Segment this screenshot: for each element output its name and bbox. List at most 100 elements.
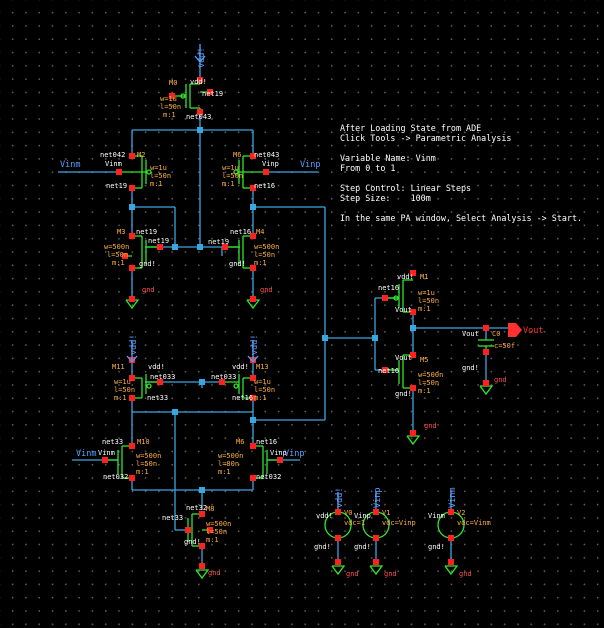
svg-text:w=500n: w=500n xyxy=(218,452,243,460)
svg-text:m:1: m:1 xyxy=(218,468,231,476)
gnd-sym-label-7: gnd xyxy=(384,570,397,578)
net32-label-b: net032 xyxy=(256,473,281,481)
vinm-pin-label-top[interactable]: Vinm xyxy=(60,160,80,170)
v0-vdd-label: vdd! xyxy=(316,512,333,520)
svg-text:vdc=Vinp: vdc=Vinp xyxy=(382,519,416,527)
net033-label-a: net033 xyxy=(150,373,175,381)
svg-text:w=500n: w=500n xyxy=(136,452,161,460)
svg-text:M4: M4 xyxy=(256,228,264,236)
net042-label-a: net042 xyxy=(100,151,125,159)
svg-text:w=500n: w=500n xyxy=(254,243,279,251)
m1-vout-label: Vout xyxy=(395,306,412,314)
net19-label-c: net19 xyxy=(136,228,157,236)
m4-gnd-label: gnd! xyxy=(229,260,246,268)
svg-text:l=50n: l=50n xyxy=(254,386,275,394)
m8-gnd-label: gnd! xyxy=(184,538,201,546)
v2-gnd-label: gnd! xyxy=(428,543,445,551)
svg-text:l=50n: l=50n xyxy=(160,103,181,111)
net19-label-a: net19 xyxy=(202,90,223,98)
svg-text:M13: M13 xyxy=(256,363,269,371)
svg-text:l=50n: l=50n xyxy=(150,172,171,180)
gnd-sym-label-2: gnd xyxy=(260,286,273,294)
m0-vdd-label: vdd! xyxy=(190,78,207,86)
svg-text:w=500n: w=500n xyxy=(206,520,231,528)
vout-pin-label[interactable]: Vout xyxy=(523,326,543,336)
svg-text:M0: M0 xyxy=(169,79,177,87)
net16-label-f: net16 xyxy=(378,367,399,375)
vinm-terminal-label: Vinm xyxy=(105,160,122,168)
svg-text:l=50n: l=50n xyxy=(206,528,227,536)
svg-text:M11: M11 xyxy=(112,363,125,371)
gnd-sym-label-3: gnd xyxy=(208,569,221,577)
svg-text:M6: M6 xyxy=(236,438,244,446)
m5-vout-label: Vout xyxy=(395,354,412,362)
c0-gnd-label: gnd! xyxy=(462,364,479,372)
m13-vdd-label: vdd! xyxy=(232,363,249,371)
net16-label-e: net16 xyxy=(378,284,399,292)
net19-label-d: net19 xyxy=(148,237,169,245)
v2-vinm-label: Vinm xyxy=(428,512,445,520)
svg-text:w=1u: w=1u xyxy=(150,164,167,172)
svg-text:l=50n: l=50n xyxy=(254,251,275,259)
svg-text:M2: M2 xyxy=(137,151,145,159)
c0-params: C0c=50f xyxy=(492,330,515,350)
net33-label-c: net33 xyxy=(162,514,183,522)
vdd-pin-label-right: vdd! xyxy=(250,335,260,355)
net32-label-c: net32 xyxy=(186,504,207,512)
svg-text:M10: M10 xyxy=(137,438,150,446)
svg-text:M5: M5 xyxy=(420,356,428,364)
note-line-7: In the same PA window, Select Analysis -… xyxy=(340,213,583,223)
net16-label-c: net16 xyxy=(232,394,253,402)
note-line-2: Click Tools -> Parametric Analysis xyxy=(340,133,512,143)
svg-text:m:1: m:1 xyxy=(114,394,127,402)
svg-text:C0: C0 xyxy=(492,330,500,338)
svg-text:l=50n: l=50n xyxy=(418,379,439,387)
note-line-6: Step Size: 100m xyxy=(340,193,431,203)
svg-text:m:1: m:1 xyxy=(418,387,431,395)
net16-label-d: net16 xyxy=(256,438,277,446)
svg-text:w=500n: w=500n xyxy=(418,371,443,379)
m10-vinm-label: Vinm xyxy=(98,449,115,457)
net32-label-a: net032 xyxy=(103,473,128,481)
vinp-pin-label-top[interactable]: Vinp xyxy=(300,160,320,170)
external-pins xyxy=(126,44,452,502)
svg-text:m:1: m:1 xyxy=(163,111,176,119)
svg-text:m:1: m:1 xyxy=(222,180,235,188)
vinm-pin-label-bottom[interactable]: Vinm xyxy=(76,449,96,459)
svg-text:w=1u: w=1u xyxy=(114,378,131,386)
svg-text:l=50n: l=50n xyxy=(136,460,157,468)
m11-vdd-label: vdd! xyxy=(148,363,165,371)
svg-text:l=80n: l=80n xyxy=(218,460,239,468)
svg-text:M3: M3 xyxy=(117,228,125,236)
gnd-sym-label-8: gnd xyxy=(459,570,472,578)
gnd-sym-label-5: gnd xyxy=(494,376,507,384)
vinp-terminal-label: Vinp xyxy=(262,160,279,168)
vdd-pin-label-top: vdd! xyxy=(197,48,207,68)
svg-text:M1: M1 xyxy=(420,273,428,281)
vout-output-pin[interactable] xyxy=(508,323,522,337)
gnd-sym-label-6: gnd xyxy=(346,570,359,578)
m5-gnd-label: gnd! xyxy=(395,390,412,398)
v0-gnd-label: gnd! xyxy=(314,543,331,551)
svg-text:m:1: m:1 xyxy=(150,180,163,188)
gnd-sym-label-1: gnd xyxy=(142,286,155,294)
svg-text:l=50n: l=50n xyxy=(114,386,135,394)
vinp-pin-label-bottom[interactable]: Vinp xyxy=(284,449,304,459)
svg-text:l=50n: l=50n xyxy=(222,172,243,180)
svg-text:w=1u: w=1u xyxy=(418,289,435,297)
c0-vout-label: Vout xyxy=(462,330,479,338)
net33-label-b: net33 xyxy=(102,438,123,446)
net043-label-a: net043 xyxy=(186,113,211,121)
